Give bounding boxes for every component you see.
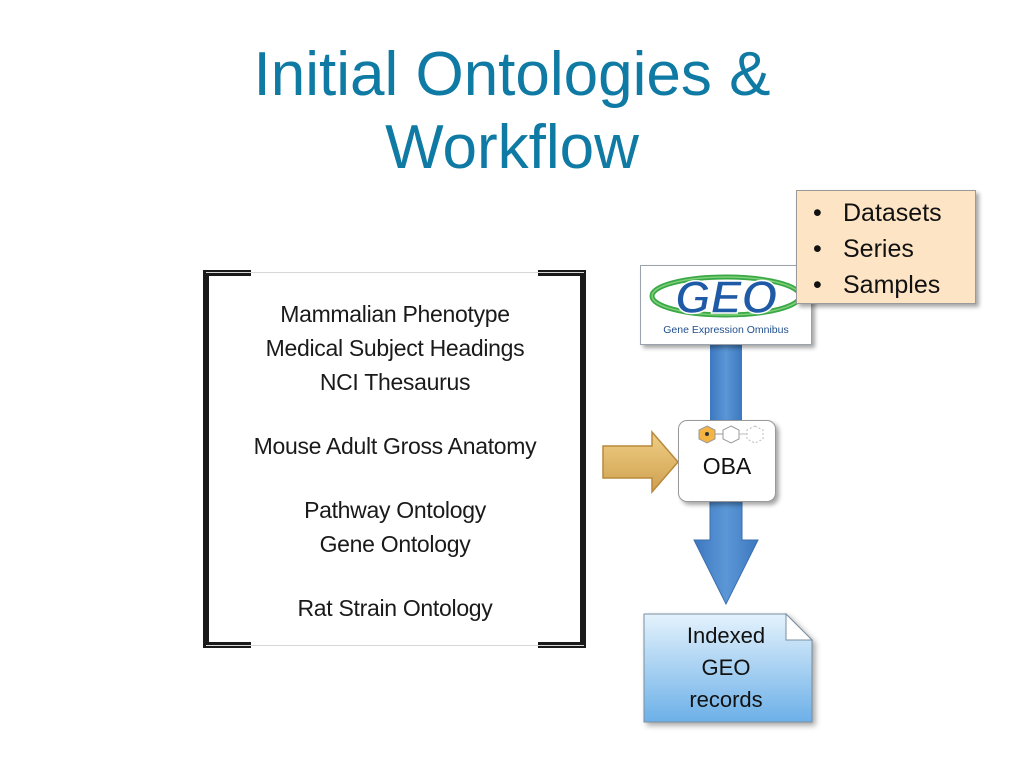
- geo-logo-text: GEO: [675, 271, 777, 323]
- ontology-item: Gene Ontology: [319, 531, 471, 557]
- geo-types-callout: •Datasets •Series •Samples: [796, 190, 976, 304]
- oba-label: OBA: [702, 453, 752, 479]
- ontology-item: NCI Thesaurus: [319, 369, 471, 395]
- gold-arrow-right: [602, 429, 679, 495]
- blue-arrow-shaft-upper: [710, 345, 742, 423]
- ontology-item: Rat Strain Ontology: [297, 595, 493, 621]
- ontology-item: Mouse Adult Gross Anatomy: [253, 433, 537, 459]
- title-line-1: Initial Ontologies &: [253, 40, 771, 109]
- callout-item: •Series: [813, 235, 914, 263]
- ontology-item: Mammalian Phenotype: [280, 301, 510, 327]
- indexed-doc-shape: [643, 612, 814, 723]
- bracket-cap-top-right: [538, 270, 586, 276]
- doc-line: GEO: [701, 655, 751, 680]
- oba-box: OBA: [678, 420, 776, 502]
- doc-line: Indexed: [686, 623, 766, 648]
- doc-line: records: [689, 687, 763, 712]
- ontology-item: Medical Subject Headings: [265, 335, 525, 361]
- ontology-list: Mammalian Phenotype Medical Subject Head…: [212, 297, 578, 625]
- indexed-geo-records: Indexed GEO records: [644, 620, 808, 716]
- bracket-cap-top-left: [203, 270, 251, 276]
- blue-arrow-down: [693, 499, 759, 606]
- oba-logo-icon: [698, 425, 764, 444]
- geo-subtitle: Gene Expression Omnibus: [663, 324, 789, 336]
- geo-logo-icon: GEO: [649, 270, 803, 324]
- title-line-2: Workflow: [385, 113, 639, 182]
- bracket-top-hairline: [206, 272, 584, 273]
- page-title: Initial Ontologies & Workflow: [0, 38, 1024, 184]
- ontology-item: Pathway Ontology: [304, 497, 486, 523]
- bracket-bottom-hairline: [206, 645, 584, 646]
- bracket-right-rail: [580, 270, 586, 648]
- geo-logo-box: GEO Gene Expression Omnibus: [640, 265, 812, 345]
- callout-item: •Samples: [813, 271, 941, 299]
- callout-item: •Datasets: [813, 199, 942, 227]
- bracket-left-rail: [203, 270, 209, 648]
